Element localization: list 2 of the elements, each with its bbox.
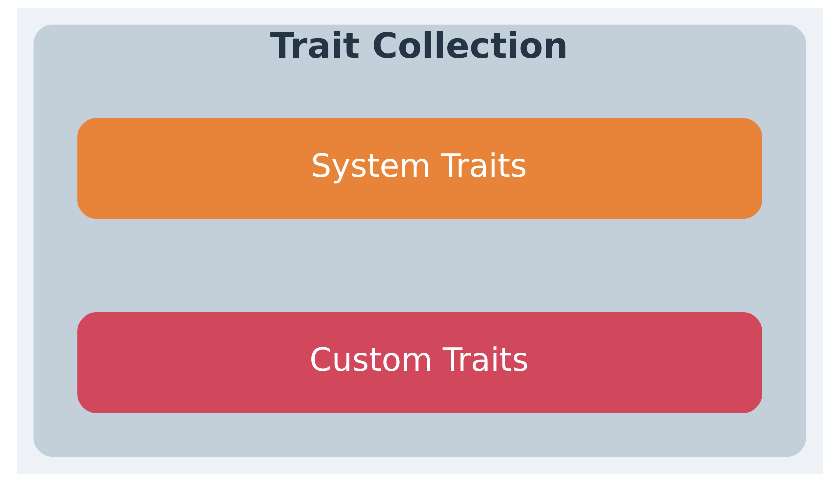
node-box: System Traits <box>78 118 762 220</box>
node-box: Custom Traits <box>78 312 762 414</box>
